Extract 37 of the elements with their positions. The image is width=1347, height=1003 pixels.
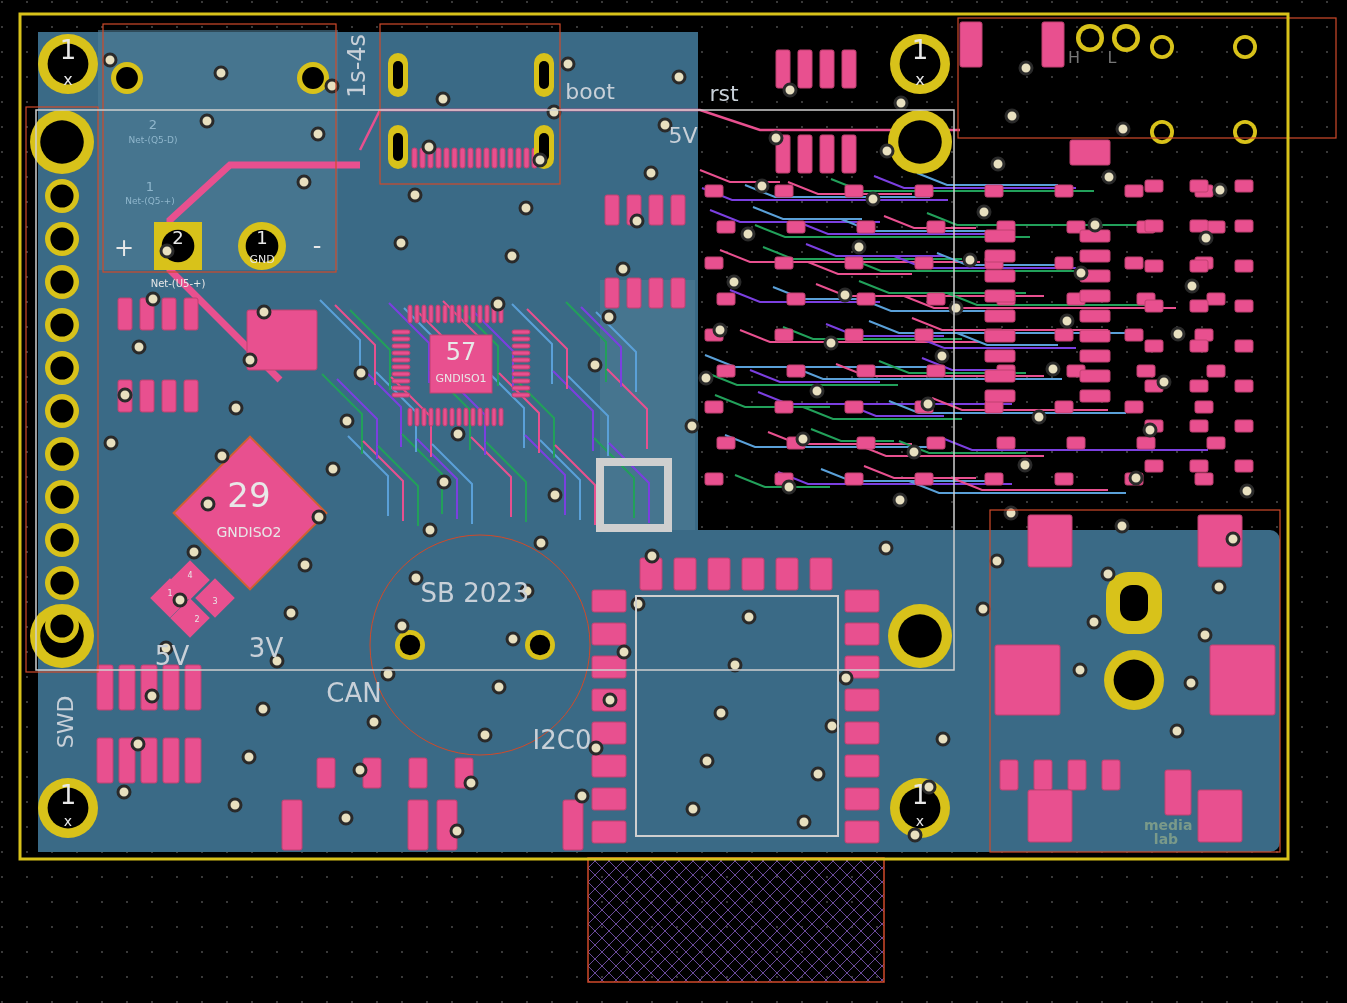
hole-number: 1 [59, 782, 77, 808]
silkscreen-label: H [1068, 50, 1080, 66]
polarity-mark: + [113, 236, 135, 260]
hole-marker: x [915, 72, 925, 88]
silkscreen-label: 1s-4s [345, 33, 369, 99]
hole-marker: x [63, 72, 73, 88]
pad-number: 2 [148, 117, 158, 131]
pad-number: 1 [145, 179, 155, 193]
pad-number: 29 [227, 478, 271, 512]
pad-number: 1 [256, 229, 268, 247]
net-label: GND [249, 253, 275, 265]
hole-number: 1 [59, 37, 77, 63]
pad-number: 57 [445, 340, 477, 364]
silkscreen-label: I2C0 [532, 727, 592, 753]
silkscreen-label: SB 2023 [420, 580, 530, 606]
hole-marker: x [63, 814, 73, 828]
pad-number: 4 [187, 572, 193, 580]
pad-number: 3 [212, 598, 218, 606]
silkscreen-label: 5V [154, 643, 190, 669]
silkscreen-label: 3V [248, 635, 284, 661]
silkscreen-label: L [1107, 50, 1117, 66]
net-label: GNDISO1 [435, 372, 487, 384]
pad-number: 2 [194, 616, 200, 624]
pad-number: 1 [167, 590, 173, 598]
hole-number: 1 [911, 782, 929, 808]
silkscreen-label: rst [709, 83, 739, 105]
silkscreen-label: CAN [326, 680, 382, 706]
net-label: Net-(Q5-D) [128, 135, 178, 145]
polarity-mark: - [312, 234, 322, 258]
silkscreen-label: boot [565, 81, 615, 103]
net-label: GNDISO2 [216, 525, 282, 539]
silkscreen-label: SWD [55, 695, 77, 749]
net-label: Net-(Q5-+) [125, 196, 175, 206]
silkscreen-label: 5V [668, 125, 698, 147]
hole-marker: x [915, 814, 925, 828]
pad-number: 2 [172, 229, 184, 247]
hole-number: 1 [911, 37, 929, 63]
